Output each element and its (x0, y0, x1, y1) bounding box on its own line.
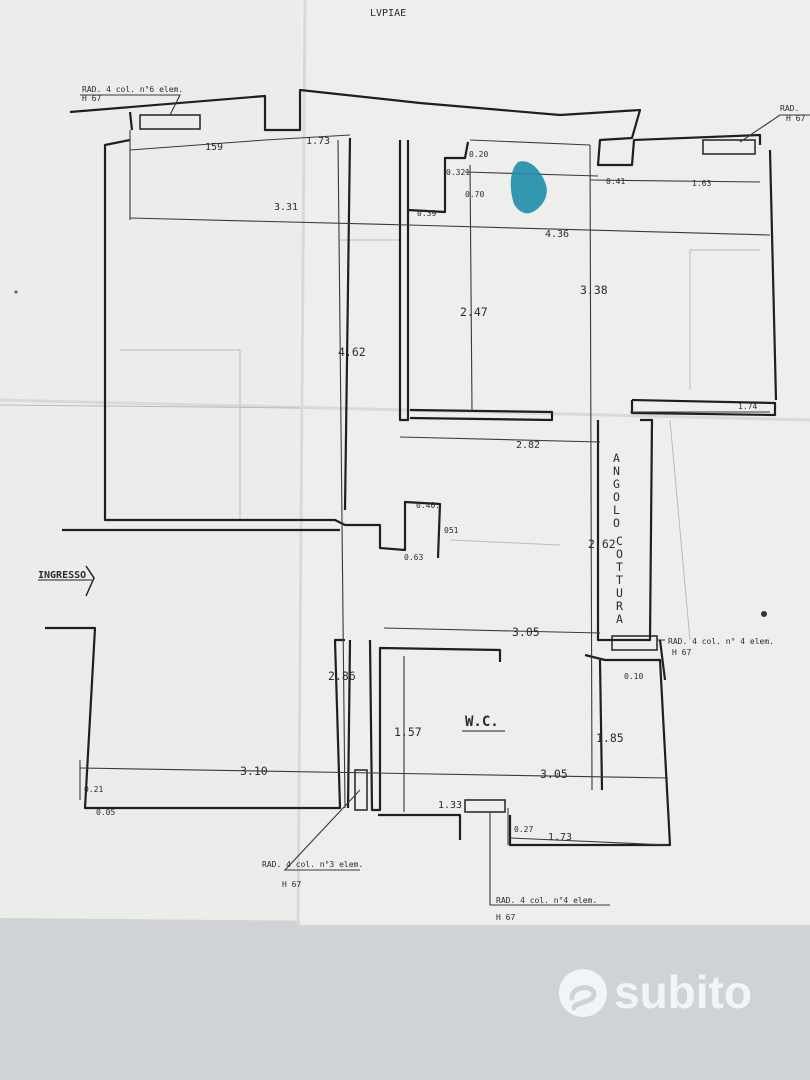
subito-logo-icon (559, 969, 607, 1017)
note-radiator-top-left-height: H 67 (82, 94, 101, 103)
dimension-values: 159 1.73 3.31 0.20 0.321 0.70 0.39 4.36 … (84, 136, 757, 843)
pencil-dot (761, 611, 767, 617)
dimension-lines (79, 130, 771, 846)
dim-051: 051 (444, 526, 459, 535)
dim-039: 0.39 (417, 209, 436, 218)
note-radiator-bottom-left: RAD. 4 col. n°3 elem. (262, 860, 363, 869)
cottura-letter: T (616, 573, 623, 587)
dim-338: 3.38 (580, 283, 608, 297)
paper-right-half (300, 0, 810, 925)
note-radiator-top-right: RAD. (780, 104, 799, 113)
angolo-letter: O (613, 516, 620, 530)
dim-027: 0.27 (514, 825, 533, 834)
dim-286: 2.86 (328, 669, 356, 683)
dim-185: 1.85 (596, 731, 624, 745)
subito-logo-text: subito (614, 966, 752, 1018)
dim-247: 2.47 (460, 305, 488, 319)
angolo-letter: N (613, 464, 620, 478)
dim-310: 3.10 (240, 764, 268, 778)
cottura-letter: U (616, 586, 623, 600)
dim-041: 0.41 (606, 177, 625, 186)
header-title-fragment: LVPIAE (370, 8, 406, 19)
dim-262: 2.62 (588, 537, 616, 551)
dim-436: 4.36 (545, 229, 569, 240)
label-wc: W.C. (465, 714, 499, 730)
dim-063: 0.63 (404, 553, 423, 562)
dim-174: 1.74 (738, 402, 757, 411)
note-radiator-top-right-height: H 67 (786, 114, 805, 123)
radiator-top-right (702, 139, 756, 155)
entrance-arrow-icon (85, 565, 95, 597)
dim-020: 0.20 (469, 150, 488, 159)
note-radiator-kitchen-height: H 67 (672, 648, 691, 657)
dim-133: 1.33 (438, 800, 462, 811)
pencil-guides (120, 239, 760, 641)
radiator-kitchen (611, 635, 658, 651)
cottura-letter: C (616, 534, 623, 548)
dim-173-bottom: 1.73 (548, 832, 572, 843)
cottura-letter: O (616, 547, 623, 561)
dim-305-top: 3.05 (512, 625, 540, 639)
leader-lines (80, 94, 810, 906)
dim-010: 0.10 (624, 672, 643, 681)
ink-stain (510, 161, 547, 214)
angolo-letter: O (613, 490, 620, 504)
dim-040: 0.40. (416, 501, 440, 510)
dim-305-bottom: 3.05 (540, 767, 568, 781)
dim-021: 0.21 (84, 785, 103, 794)
note-radiator-kitchen: RAD. 4 col. n° 4 elem. (668, 637, 774, 646)
dim-462: 4.62 (338, 345, 366, 359)
subito-logo-mark (569, 985, 597, 1011)
angolo-letter: G (613, 477, 620, 491)
dim-282: 2.82 (516, 440, 540, 451)
note-radiator-top-left: RAD. 4 col. n°6 elem. (82, 85, 183, 94)
dim-163: 1.63 (692, 179, 711, 188)
dim-070: 0.70 (465, 190, 484, 199)
pencil-dot-left (14, 290, 18, 294)
note-radiator-bottom-left-height: H 67 (282, 880, 301, 889)
dim-173-top: 1.73 (306, 136, 330, 147)
cottura-letter: R (616, 599, 623, 613)
dim-0321: 0.321 (446, 168, 470, 177)
label-ingresso: INGRESSO (38, 570, 86, 581)
radiator-bottom-left (354, 769, 368, 811)
fold-line-vertical (296, 0, 307, 926)
fold-line-horizontal (0, 398, 810, 422)
note-radiator-bottom-center-height: H 67 (496, 913, 515, 922)
dim-331: 3.31 (274, 202, 298, 213)
dim-005: 0.05 (96, 808, 115, 817)
crease-shadow (0, 404, 301, 409)
subito-logo: subito (559, 966, 752, 1018)
angolo-letter: A (613, 451, 620, 465)
outer-walls (45, 88, 778, 847)
dim-157: 1.57 (394, 725, 422, 739)
note-radiator-bottom-center: RAD. 4 col. n°4 elem. (496, 896, 597, 905)
cottura-letter: T (616, 560, 623, 574)
radiator-notes: RAD. 4 col. n°6 elem. H 67 RAD. H 67 RAD… (82, 85, 805, 922)
radiator-wc (464, 799, 506, 813)
cottura-letter: A (616, 612, 623, 626)
dim-159: 159 (205, 142, 223, 153)
angolo-letter: L (613, 503, 620, 517)
